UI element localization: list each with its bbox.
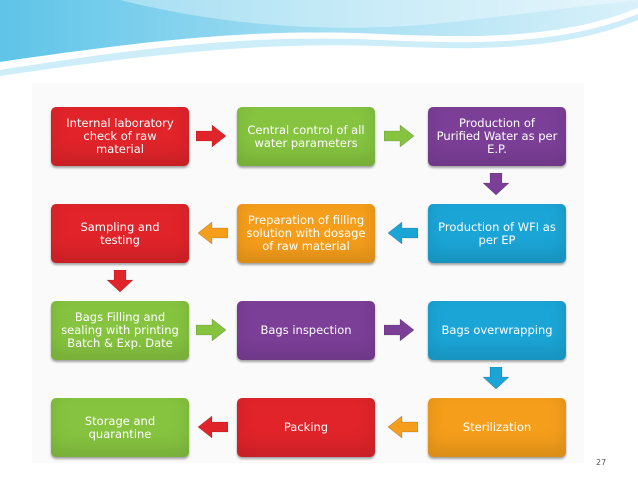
step-label: Bags inspection — [260, 323, 352, 337]
step-label: Sampling and testing — [80, 219, 160, 247]
arrow-right-icon — [196, 125, 226, 147]
step-central-control: Central control of all water parameters — [237, 107, 375, 166]
step-label: Storage and quarantine — [84, 413, 156, 441]
step-label: Packing — [283, 420, 329, 434]
arrow-right-icon — [196, 319, 226, 341]
arrow-left-icon — [198, 222, 228, 244]
step-label: Production of WFI as per EP — [438, 219, 556, 247]
header-wave-decoration — [0, 0, 638, 76]
step-label: Bags overwrapping — [441, 323, 553, 337]
step-sterilization: Sterilization — [428, 398, 566, 457]
step-label: Bags Filling and sealing with printing B… — [61, 310, 179, 350]
step-wfi-production: Production of WFI as per EP — [428, 204, 566, 263]
step-label: Sterilization — [462, 420, 532, 434]
step-packing: Packing — [237, 398, 375, 457]
step-sampling-testing: Sampling and testing — [51, 204, 189, 263]
arrow-left-icon — [388, 222, 418, 244]
step-bags-inspection: Bags inspection — [237, 301, 375, 360]
arrow-left-icon — [198, 416, 228, 438]
arrow-down-icon — [483, 173, 509, 195]
arrow-right-icon — [384, 319, 414, 341]
arrow-left-icon — [388, 416, 418, 438]
step-storage-quarantine: Storage and quarantine — [51, 398, 189, 457]
step-bags-overwrapping: Bags overwrapping — [428, 301, 566, 360]
arrow-down-icon — [483, 367, 509, 389]
step-label: Production of Purified Water as per E.P. — [436, 116, 558, 156]
step-label: Central control of all water parameters — [247, 122, 365, 150]
arrow-right-icon — [384, 125, 414, 147]
step-internal-lab-check: Internal laboratory check of raw materia… — [51, 107, 189, 166]
arrow-down-icon — [107, 270, 133, 292]
step-filling-solution-preparation: Preparation of filling solution with dos… — [237, 204, 375, 263]
step-purified-water: Production of Purified Water as per E.P. — [428, 107, 566, 166]
step-label: Preparation of filling solution with dos… — [246, 213, 366, 253]
page-number: 27 — [596, 458, 607, 467]
step-bags-filling-sealing: Bags Filling and sealing with printing B… — [51, 301, 189, 360]
step-label: Internal laboratory check of raw materia… — [66, 116, 174, 156]
